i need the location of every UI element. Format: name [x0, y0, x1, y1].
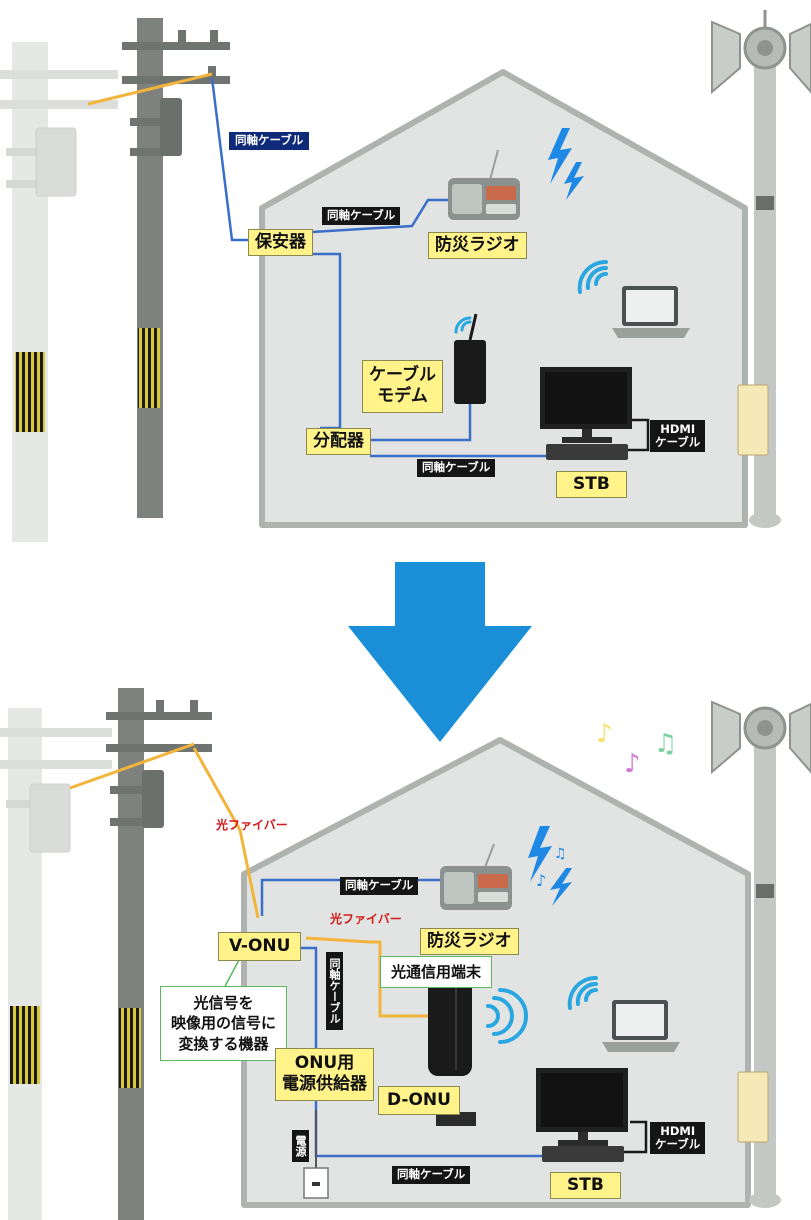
speaker-pole-bottom — [711, 700, 811, 1208]
wifi-icon — [454, 316, 472, 334]
coax-cable-label-radio: 同軸ケーブル — [340, 877, 419, 895]
wifi-icon — [567, 975, 598, 1010]
pole-reflector — [119, 1008, 141, 1088]
coax-line-pole — [210, 77, 252, 242]
lightning-icon: ♪ ♫ — [528, 826, 572, 906]
coax-cable-label-pole: 同軸ケーブル — [229, 132, 310, 150]
fiber-line-d-onu — [305, 936, 428, 1018]
lightning-icon — [548, 128, 584, 200]
fiber-label-inner: 光ファイバー — [330, 912, 402, 926]
utility-pole-right-top — [122, 18, 230, 518]
svg-text:♪: ♪ — [596, 719, 613, 749]
v-onu-label: V-ONU — [218, 932, 302, 961]
coax-cable-label-stb: 同軸ケーブル — [417, 459, 496, 477]
coax-line-radio — [311, 198, 448, 234]
down-arrow-icon — [348, 562, 532, 742]
coax-cable-label-stb: 同軸ケーブル — [392, 1166, 471, 1184]
tv-icon — [540, 367, 632, 460]
disaster-radio-label: 防災ラジオ — [428, 232, 527, 259]
pole-drop-cable — [87, 72, 213, 106]
d-onu-icon — [428, 974, 476, 1126]
pole-drop-cable — [69, 742, 195, 790]
splitter-label: 分配器 — [306, 428, 371, 455]
radio-icon — [440, 843, 512, 910]
protector-label: 保安器 — [248, 229, 313, 256]
hdmi-line — [628, 418, 650, 452]
utility-pole-left-top — [0, 42, 118, 542]
tv-icon — [536, 1068, 628, 1162]
fiber-line-pole — [192, 747, 260, 919]
onu-power-label: ONU用 電源供給器 — [275, 1048, 374, 1101]
v-onu-note: 光信号を 映像用の信号に 変換する機器 — [160, 986, 288, 1061]
stb-label: STB — [556, 471, 627, 498]
cable-modem-label: ケーブル モデム — [362, 360, 443, 413]
optical-terminal-label: 光通信用端末 — [380, 956, 493, 989]
music-notes-icon: ♪ ♪ ♫ — [596, 719, 677, 779]
svg-text:♪: ♪ — [536, 871, 546, 890]
coax-cable-label-vertical: 同軸ケーブル — [326, 952, 343, 1030]
hdmi-line — [624, 1120, 648, 1154]
svg-text:♪: ♪ — [624, 749, 641, 779]
coax-cable-label-radio: 同軸ケーブル — [322, 207, 401, 225]
laptop-icon — [612, 286, 690, 338]
wifi-icon — [577, 259, 608, 294]
hdmi-cable-label: HDMI ケーブル — [650, 1122, 706, 1155]
hdmi-cable-label: HDMI ケーブル — [650, 420, 706, 453]
laptop-icon — [602, 1000, 680, 1052]
speaker-pole-top — [711, 10, 811, 528]
pole-reflector — [15, 352, 45, 432]
d-onu-label: D-ONU — [378, 1086, 460, 1115]
utility-pole-left-bottom — [0, 708, 112, 1220]
cable-modem-icon — [454, 313, 486, 404]
wifi-icon — [486, 988, 528, 1044]
fiber-label-pole: 光ファイバー — [216, 818, 288, 832]
svg-text:♫: ♫ — [554, 846, 567, 862]
stb-label: STB — [550, 1172, 621, 1199]
pole-reflector — [10, 1006, 40, 1084]
utility-pole-right-bottom — [106, 688, 212, 1220]
outlet-icon — [303, 1167, 329, 1199]
svg-text:♫: ♫ — [654, 729, 677, 759]
disaster-radio-label: 防災ラジオ — [420, 928, 519, 955]
power-label: 電源 — [292, 1130, 309, 1162]
radio-icon — [448, 149, 520, 220]
coax-line-modem — [370, 398, 472, 442]
top-scene — [0, 10, 811, 542]
pole-reflector — [138, 328, 160, 408]
